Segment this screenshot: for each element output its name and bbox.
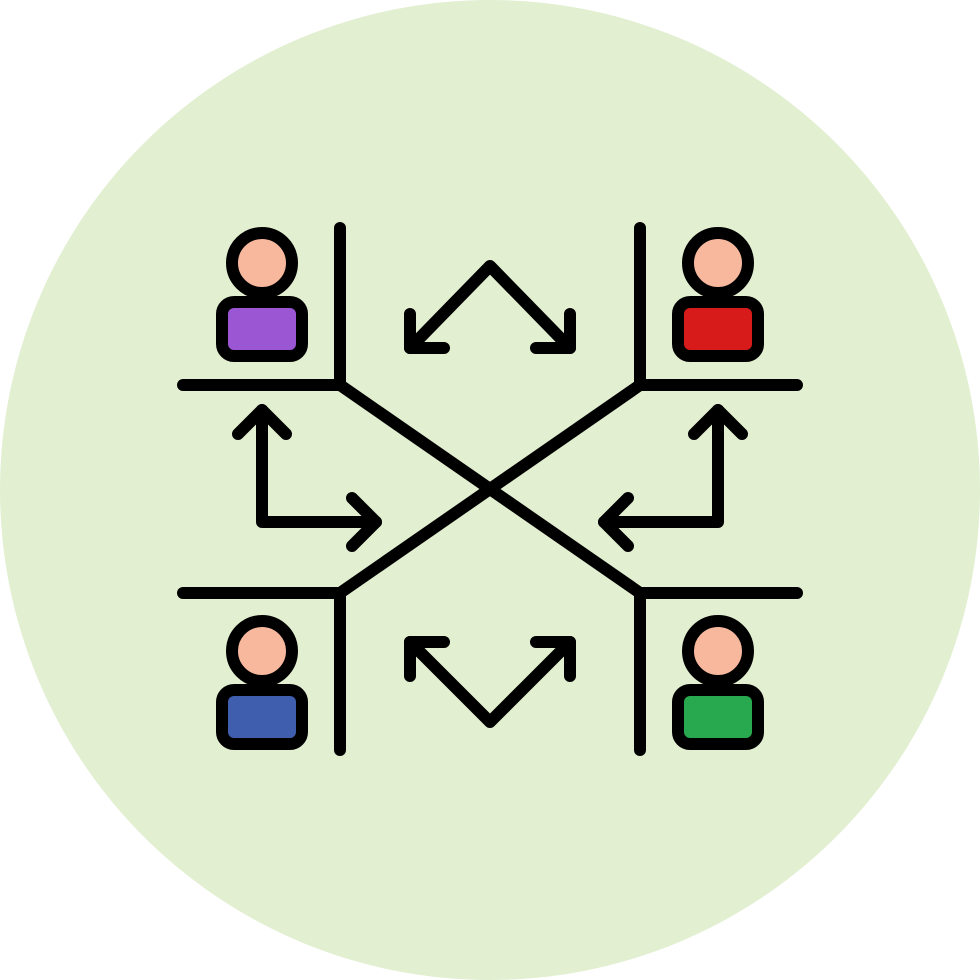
person-shirt	[672, 684, 764, 750]
arrows	[232, 260, 748, 728]
person-shirt	[216, 296, 308, 362]
person-shirt	[672, 296, 764, 362]
double-diagonal-arrow-icon	[404, 636, 576, 728]
line-diagonal-up	[334, 379, 646, 599]
double-elbow-arrow-icon	[232, 404, 382, 552]
double-elbow-arrow-icon	[598, 404, 748, 552]
person-icon	[672, 227, 764, 362]
person-head	[682, 615, 754, 687]
person-head	[682, 227, 754, 299]
person-shirt	[216, 684, 308, 750]
person-icon	[216, 227, 308, 362]
person-icon	[672, 615, 764, 750]
person-head	[226, 227, 298, 299]
double-diagonal-arrow-icon	[404, 260, 576, 354]
person-head	[226, 615, 298, 687]
person-icon	[216, 615, 308, 750]
network-lines	[177, 222, 803, 756]
people	[216, 227, 764, 750]
